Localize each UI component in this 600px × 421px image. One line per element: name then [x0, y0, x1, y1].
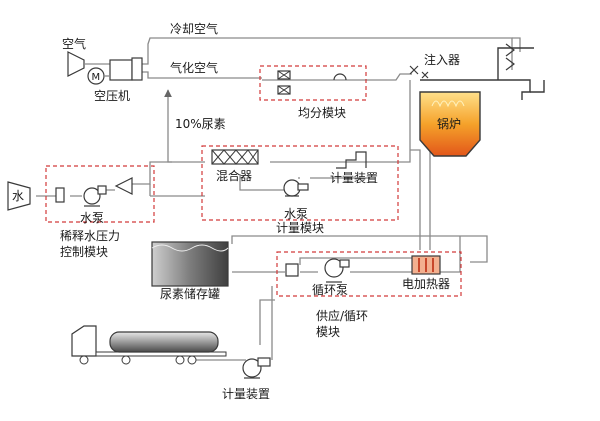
dilution-water-pipe	[36, 161, 172, 197]
atomizing-air-pipe	[140, 71, 412, 81]
tank-icon	[151, 241, 229, 287]
compressor-label: 空压机	[94, 89, 130, 103]
water-pump-left-label: 水泵	[80, 211, 104, 225]
supply-module-label: 供应/循环 模块	[316, 308, 372, 339]
valve-icon	[277, 70, 291, 95]
supply-module-label-line1: 供应/循环	[316, 308, 368, 323]
distribution-module-box	[259, 65, 367, 101]
boiler-icon	[419, 47, 545, 157]
truck-icon	[71, 325, 227, 365]
valve-icon	[114, 177, 133, 195]
supply-module-box	[276, 251, 462, 297]
pump-icon	[324, 258, 350, 283]
cooling-air-pipe	[140, 37, 513, 70]
injector-label: 注入器	[424, 52, 460, 67]
dilution-module-label: 稀释水压力 控制模块	[60, 229, 124, 259]
atomizing-air-label: 气化空气	[170, 60, 218, 75]
pump-icon	[283, 179, 309, 197]
boiler-label: 锅炉	[437, 116, 461, 131]
water-pump-mid-label: 水泵	[284, 207, 308, 221]
heater-icon	[411, 255, 441, 275]
compressor-icon	[109, 59, 133, 81]
circulation-pump-label: 循环泵	[312, 283, 348, 297]
meter-icon	[336, 151, 367, 169]
mixer-label: 混合器	[216, 168, 252, 183]
metering-module-box	[201, 145, 399, 221]
cooling-air-label: 冷却空气	[170, 21, 218, 36]
supply-module-label-line2: 模块	[316, 325, 340, 339]
pump-icon	[242, 357, 271, 379]
water-label: 水	[12, 189, 24, 203]
water-source-icon	[7, 181, 31, 211]
urea-tank-label: 尿素储存罐	[160, 286, 220, 301]
dilution-module-box	[45, 165, 155, 223]
metering-device-top-label: 计量装置	[330, 171, 378, 185]
electric-heater-label: 电加热器	[402, 277, 450, 291]
pump-icon	[83, 185, 107, 207]
dilution-module-label-line2: 控制模块	[60, 245, 108, 259]
dilution-module-label-line1: 稀释水压力	[60, 229, 120, 243]
distribution-module-label: 均分模块	[298, 106, 346, 120]
metering-module-label: 计量模块	[276, 221, 324, 235]
urea-10-label: 10%尿素	[175, 117, 226, 131]
air-label: 空气	[62, 36, 86, 51]
mixer-icon	[211, 149, 259, 165]
injector-icon	[409, 43, 515, 79]
motor-symbol: M	[92, 72, 101, 83]
meter-icon	[285, 263, 299, 277]
metering-device-bottom-label: 计量装置	[222, 387, 270, 401]
air-intake-icon	[67, 51, 85, 77]
